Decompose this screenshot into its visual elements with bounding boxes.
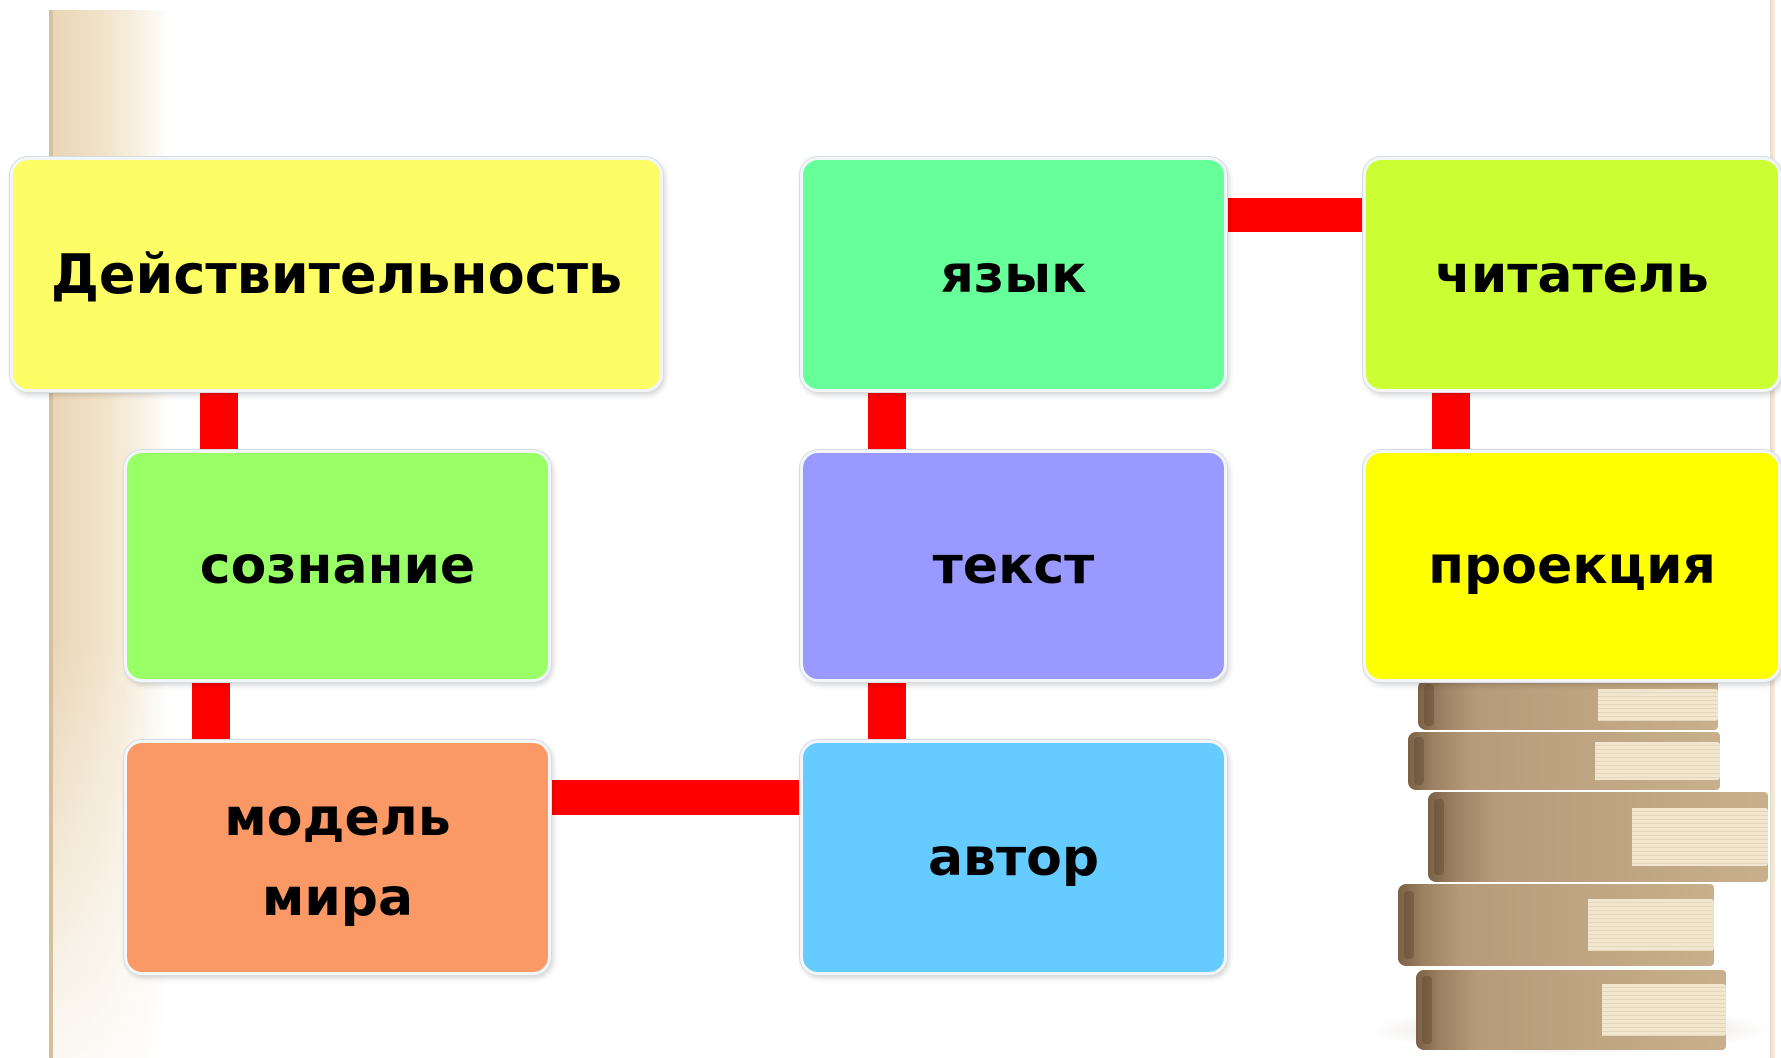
node-author-label: автор bbox=[927, 827, 1100, 888]
book-stack-image bbox=[1398, 680, 1770, 1058]
connector-world-model-author bbox=[550, 780, 802, 815]
left-border-line bbox=[49, 10, 53, 1058]
connector-reader-projection bbox=[1432, 392, 1470, 450]
connector-author-text bbox=[868, 682, 906, 740]
connector-text-language bbox=[868, 392, 906, 450]
node-world-model-label: модель мира bbox=[224, 787, 451, 928]
node-reader: читатель bbox=[1363, 157, 1781, 392]
node-projection-label: проекция bbox=[1428, 536, 1716, 596]
node-text-label: текст bbox=[932, 536, 1095, 596]
connector-consciousness-world-model bbox=[192, 682, 230, 740]
node-consciousness: сознание bbox=[124, 450, 551, 682]
node-language: язык bbox=[800, 157, 1227, 392]
node-language-label: язык bbox=[940, 244, 1087, 305]
connector-reality-consciousness bbox=[200, 392, 238, 450]
node-projection: проекция bbox=[1363, 450, 1781, 682]
node-world-model: модель мира bbox=[124, 740, 551, 975]
node-reader-label: читатель bbox=[1435, 244, 1709, 305]
node-author: автор bbox=[800, 740, 1227, 975]
node-reality-label: Действительность bbox=[50, 242, 623, 306]
connector-language-reader bbox=[1226, 198, 1366, 232]
node-text: текст bbox=[800, 450, 1227, 682]
node-reality: Действительность bbox=[10, 157, 663, 392]
node-consciousness-label: сознание bbox=[199, 536, 476, 596]
